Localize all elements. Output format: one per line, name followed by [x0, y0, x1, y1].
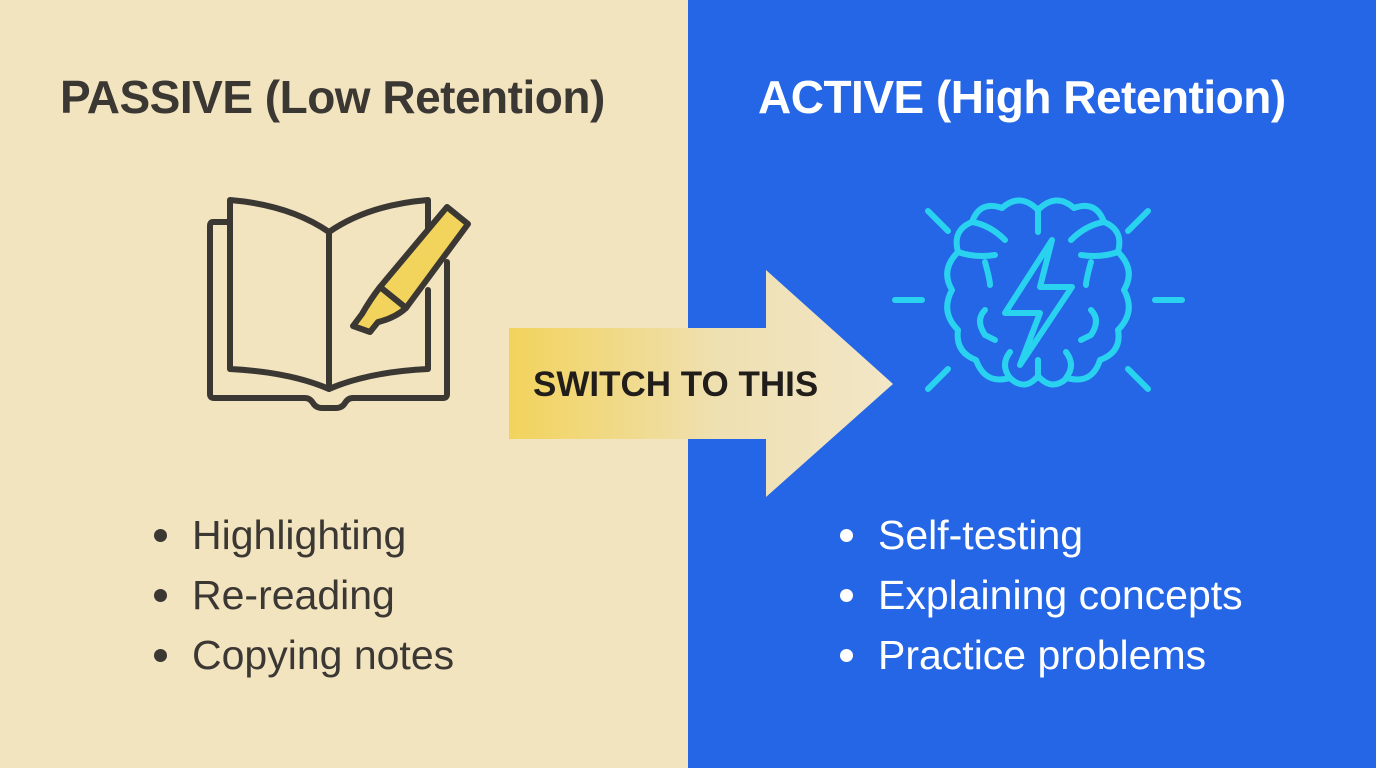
- passive-title: PASSIVE (Low Retention): [60, 71, 605, 123]
- list-item: Explaining concepts: [840, 565, 1243, 625]
- list-item: Highlighting: [154, 505, 454, 565]
- bullet-icon: [154, 648, 167, 662]
- active-title: ACTIVE (High Retention): [758, 71, 1286, 123]
- bullet-icon: [840, 648, 853, 662]
- arrow-label: SWITCH TO THIS: [533, 365, 819, 404]
- list-item: Copying notes: [154, 625, 454, 685]
- bullet-icon: [840, 588, 853, 602]
- list-item: Self-testing: [840, 505, 1243, 565]
- list-item: Re-reading: [154, 565, 454, 625]
- bullet-icon: [840, 528, 853, 542]
- list-item: Practice problems: [840, 625, 1243, 685]
- active-list: Self-testing Explaining concepts Practic…: [840, 505, 1243, 685]
- book-highlighter-icon: [207, 197, 471, 411]
- bullet-icon: [154, 528, 167, 542]
- bullet-icon: [154, 588, 167, 602]
- passive-list: Highlighting Re-reading Copying notes: [154, 505, 454, 685]
- brain-lightning-icon: [892, 197, 1185, 392]
